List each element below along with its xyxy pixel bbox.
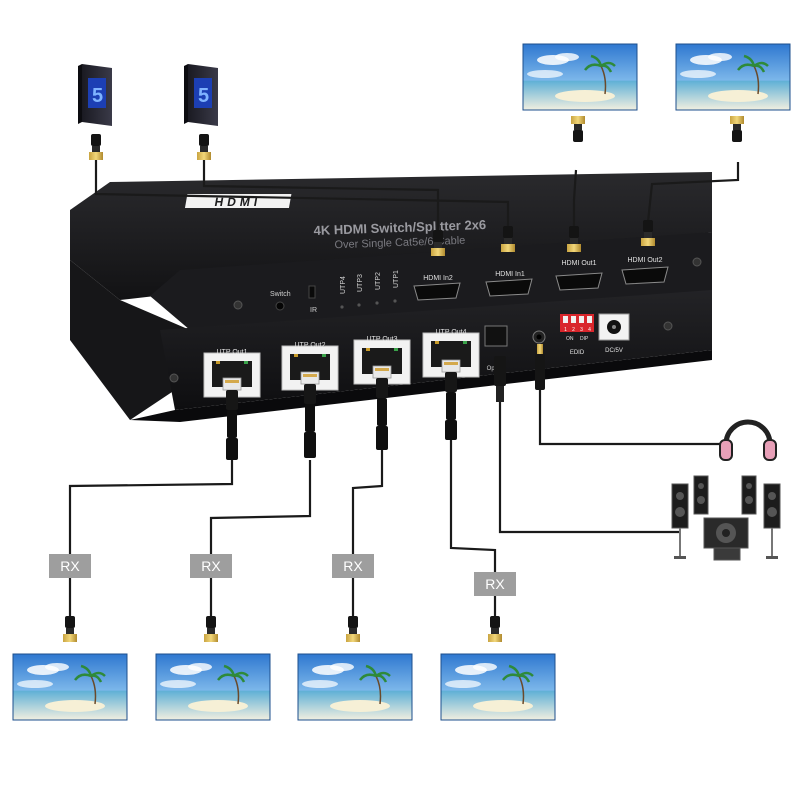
- cable-utp3-rx: [351, 450, 384, 558]
- utp-out2-label: UTP Out2: [295, 342, 326, 349]
- rx-label-2: RX: [201, 558, 221, 574]
- utp3-led-label: UTP3: [357, 274, 364, 292]
- rx-receiver-4: RX: [474, 572, 516, 596]
- hdmi-out2-label: HDMI Out2: [627, 257, 662, 264]
- hdmi-in2-label: HDMI In2: [423, 275, 453, 282]
- edid-dip-switch[interactable]: 1 2 3 4 ON DIP EDID: [560, 314, 594, 356]
- edid-num-1: 1: [564, 327, 567, 333]
- hdmi-plug-rx4: [488, 616, 502, 642]
- rx-receiver-1: RX: [49, 554, 91, 578]
- rx-receiver-3: RX: [332, 554, 374, 578]
- hdmi-plug-rx3: [346, 616, 360, 642]
- cable-out2-display: [646, 162, 740, 223]
- utp-out4-label: UTP Out4: [436, 329, 467, 336]
- hdmi-in1-port[interactable]: HDMI In1: [485, 271, 533, 297]
- ir-label: IR: [310, 307, 317, 314]
- optical-plug: [494, 356, 506, 402]
- hdmi-in1-label: HDMI In1: [495, 271, 525, 278]
- display-bottom-1: [11, 652, 129, 722]
- rx-receiver-2: RX: [190, 554, 232, 578]
- cable-out1-display: [572, 169, 578, 228]
- utp4-led-label: UTP4: [340, 276, 347, 294]
- cable-pc1-in1: [94, 160, 510, 228]
- utp1-led-label: UTP1: [393, 270, 400, 288]
- rear-controls: Switch IR: [270, 285, 317, 314]
- utp-out1-label: UTP Out1: [217, 349, 248, 356]
- switch-button[interactable]: [275, 301, 285, 311]
- cable-utp4-rx: [449, 440, 497, 572]
- hdmi-plug-display2: [730, 116, 744, 142]
- utp-out3-port[interactable]: UTP Out3: [353, 336, 411, 385]
- rx-label-1: RX: [60, 558, 80, 574]
- display-bottom-2: [154, 652, 272, 722]
- device-brand-logo: HDMI: [184, 194, 292, 209]
- rx-label-4: RX: [485, 576, 505, 592]
- hdmi-plug-rx2: [204, 616, 218, 642]
- edid-num-3: 3: [580, 327, 583, 333]
- display-bottom-3: [296, 652, 414, 722]
- ir-receiver: [308, 285, 316, 299]
- cable-optical-speakers: [498, 402, 680, 534]
- edid-label: EDID: [570, 350, 585, 356]
- display-top-right: [674, 42, 792, 112]
- edid-dip-label: DIP: [580, 336, 589, 342]
- pc-source-1: 5: [78, 64, 112, 126]
- cable-audio-headphones: [538, 390, 724, 446]
- display-top-left: [521, 42, 639, 112]
- utp-out4-port[interactable]: UTP Out4: [422, 329, 480, 378]
- device-subtitle: Over Single Cat5e/6 Cable: [334, 235, 465, 252]
- hdmi-out2-port[interactable]: HDMI Out2: [621, 257, 669, 285]
- hdmi-plug-rx1: [63, 616, 77, 642]
- dc-power-port[interactable]: DC/5V: [598, 313, 630, 354]
- display-bottom-4: [439, 652, 557, 722]
- device-title: 4K HDMI Switch/Splitter 2x6: [313, 217, 486, 238]
- hdmi-plug-display1: [571, 116, 585, 142]
- brand-text: HDMI: [213, 195, 262, 209]
- edid-on-label: ON: [566, 336, 574, 342]
- cable-utp1-rx: [68, 460, 234, 558]
- hdmi-in2-port[interactable]: HDMI In2: [413, 275, 461, 301]
- cable-utp2-rx: [209, 460, 312, 558]
- hdmi-out1-label: HDMI Out1: [561, 260, 596, 267]
- dc-label: DC/5V: [605, 348, 623, 354]
- hdmi-plug-pc2: [197, 134, 211, 160]
- utp-led-group: UTP4 UTP3 UTP2 UTP1: [340, 270, 400, 309]
- rx-label-3: RX: [343, 558, 363, 574]
- audio-jack-port[interactable]: [532, 330, 546, 344]
- pc-source-2: 5: [184, 64, 218, 126]
- audio-plug: [535, 344, 545, 390]
- svg-text:5: 5: [198, 85, 209, 107]
- hdmi-plug-pc1: [89, 134, 103, 160]
- cables: [68, 160, 740, 616]
- headphones-icon: [719, 419, 777, 461]
- utp-out1-port[interactable]: UTP Out1: [203, 349, 261, 398]
- speaker-system-icon: [671, 475, 781, 561]
- utp-out3-label: UTP Out3: [367, 336, 398, 343]
- switch-label: Switch: [270, 291, 291, 298]
- hdmi-out1-port[interactable]: HDMI Out1: [555, 260, 603, 291]
- edid-num-2: 2: [572, 327, 575, 333]
- utp2-led-label: UTP2: [375, 272, 382, 290]
- edid-num-4: 4: [588, 327, 591, 333]
- cable-pc2-in2: [202, 160, 440, 232]
- utp-out2-port[interactable]: UTP Out2: [281, 342, 339, 391]
- svg-text:5: 5: [92, 85, 103, 107]
